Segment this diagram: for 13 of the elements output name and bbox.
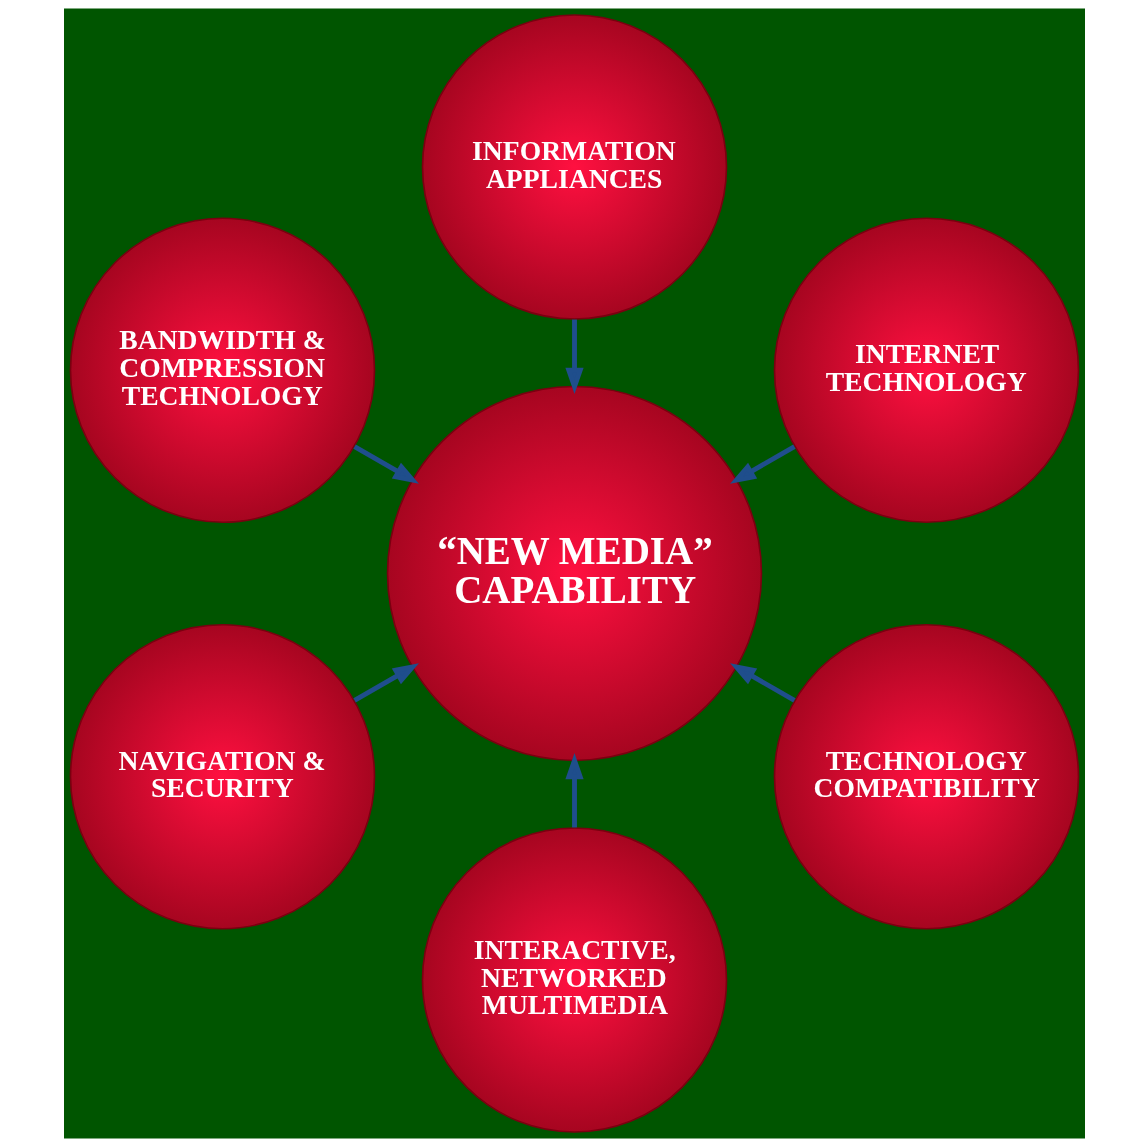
node-circle: BANDWIDTH & COMPRESSION TECHNOLOGY <box>69 217 375 524</box>
node-circle: INTERNET TECHNOLOGY <box>773 217 1079 524</box>
node-circle: NAVIGATION & SECURITY <box>69 623 375 930</box>
arrow <box>352 663 419 703</box>
node-circle: INTERACTIVE, NETWORKED MULTIMEDIA <box>421 827 727 1133</box>
arrow <box>564 753 584 828</box>
arrow <box>729 444 796 484</box>
arrow <box>729 663 796 703</box>
arrow <box>352 444 419 484</box>
node-circle: INFORMATION APPLIANCES <box>421 14 727 320</box>
node-circle: “NEW MEDIA” CAPABILITY <box>386 385 762 762</box>
node-circle: TECHNOLOGY COMPATIBILITY <box>773 623 1079 930</box>
arrow <box>564 319 584 394</box>
